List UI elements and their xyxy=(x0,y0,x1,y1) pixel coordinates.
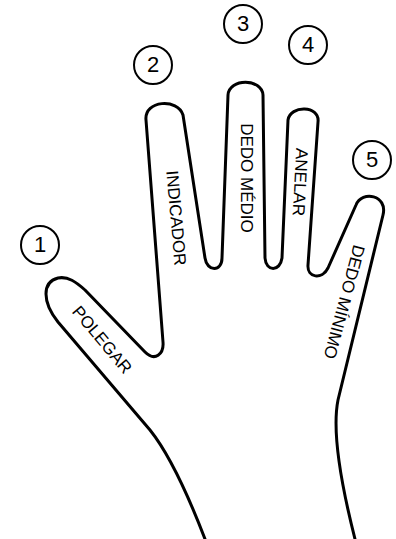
callout-circle: 4 xyxy=(288,25,328,65)
callout-circle: 2 xyxy=(133,45,173,85)
callout-number: 4 xyxy=(302,34,314,56)
finger-name: POLEGAR xyxy=(69,303,135,377)
callout-number: 2 xyxy=(147,54,159,76)
callout-circle: 1 xyxy=(20,225,60,265)
callout-number: 3 xyxy=(237,13,249,35)
callout-number: 5 xyxy=(366,149,378,171)
hand-outline-path xyxy=(46,82,384,539)
finger-name: DEDO MÉDIO xyxy=(238,123,255,233)
finger-name: DEDO MÍNIMO xyxy=(321,243,368,361)
callout-number: 1 xyxy=(34,234,46,256)
callout-circle: 5 xyxy=(352,140,392,180)
finger-name: INDICADOR xyxy=(163,170,188,267)
callout-circle: 3 xyxy=(223,4,263,44)
finger-name: ANELAR xyxy=(290,148,311,217)
